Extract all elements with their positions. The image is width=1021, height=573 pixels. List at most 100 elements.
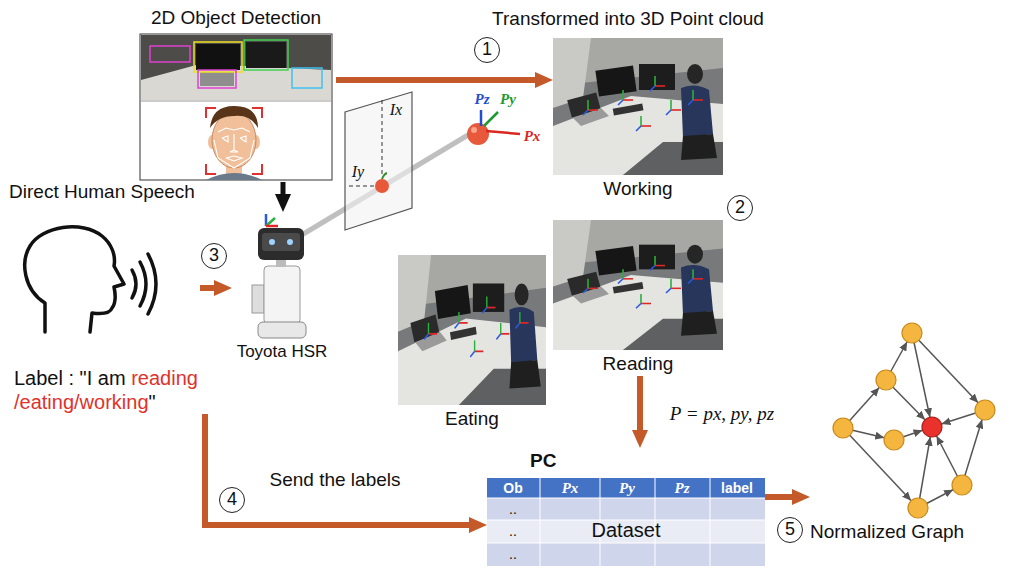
callout-number: 1 bbox=[474, 37, 500, 63]
graph-illustration bbox=[912, 333, 932, 427]
flow-arrow bbox=[205, 414, 475, 525]
graph-illustration bbox=[833, 323, 995, 518]
table-header: Py bbox=[619, 480, 635, 497]
graph-illustration bbox=[922, 417, 942, 437]
dataset-table-grid bbox=[487, 543, 765, 566]
speaker-head-icon bbox=[25, 227, 156, 332]
speaker-head-icon bbox=[25, 227, 124, 332]
table-cell: .. bbox=[509, 501, 517, 517]
speaker-head-icon bbox=[148, 254, 156, 314]
apple-pose bbox=[484, 112, 498, 126]
detection-image bbox=[210, 106, 258, 128]
detection-image bbox=[214, 140, 254, 168]
detection-image bbox=[150, 40, 322, 88]
detection-image bbox=[230, 134, 238, 152]
image-caption: Working bbox=[553, 177, 723, 201]
pointcloud-image: Reading bbox=[553, 220, 723, 376]
image-caption: Reading bbox=[553, 352, 723, 376]
speech-text: " bbox=[149, 391, 156, 413]
detection-image bbox=[140, 34, 332, 180]
detection-panel: 2D Object Detection bbox=[136, 6, 336, 182]
speaker-head-icon bbox=[132, 270, 136, 298]
image-plane bbox=[345, 92, 412, 230]
robot-figure: Toyota HSR bbox=[232, 212, 332, 362]
detection-image bbox=[141, 35, 331, 100]
section-heading: Transformed into 3D Point cloud bbox=[492, 8, 764, 30]
detection-image bbox=[150, 46, 190, 62]
apple-pose bbox=[486, 131, 520, 134]
table-header: Pz bbox=[675, 480, 690, 497]
table-header: Ob bbox=[503, 480, 522, 496]
edge-label: P = px, py, pz bbox=[670, 403, 774, 425]
detection-image bbox=[140, 34, 332, 180]
detection-image bbox=[198, 70, 236, 88]
robot-illustration bbox=[266, 225, 278, 228]
graph-illustration bbox=[912, 333, 985, 410]
dataset-table-grid bbox=[487, 478, 765, 566]
graph-caption: Normalized Graph bbox=[810, 520, 1015, 544]
robot-illustration bbox=[252, 285, 264, 313]
graph-illustration bbox=[918, 427, 932, 508]
callout-number: 2 bbox=[727, 195, 753, 221]
flow-arrow bbox=[765, 494, 798, 500]
pointcloud-images bbox=[398, 255, 546, 405]
robot-illustration bbox=[264, 266, 300, 324]
detection-image bbox=[226, 156, 242, 161]
detection-image bbox=[244, 40, 288, 70]
robot-illustration bbox=[252, 214, 306, 338]
table-header: Px bbox=[562, 480, 579, 497]
dataset-table-grid bbox=[487, 478, 765, 566]
graph-illustration bbox=[843, 333, 985, 508]
pointcloud-image: Working bbox=[553, 38, 723, 201]
speaker-icon: Direct Human Speech bbox=[4, 180, 200, 332]
axis-label: Py bbox=[500, 91, 516, 108]
graph-illustration bbox=[975, 400, 995, 420]
apple-pose bbox=[467, 123, 489, 145]
robot-name: Toyota HSR bbox=[232, 342, 332, 362]
flow-arrow bbox=[200, 285, 220, 291]
detection-image bbox=[200, 72, 234, 86]
image-plane bbox=[345, 92, 412, 230]
robot-illustration bbox=[262, 233, 300, 251]
dataset-table-grid bbox=[487, 478, 765, 498]
robot-illustration bbox=[287, 239, 293, 245]
callout-number: 4 bbox=[219, 487, 245, 513]
pointcloud-images bbox=[398, 38, 723, 405]
table-cell: .. bbox=[509, 546, 517, 562]
speaker-heading: Direct Human Speech bbox=[4, 180, 200, 204]
detection-image bbox=[194, 42, 242, 72]
connectors bbox=[200, 80, 798, 525]
graph-illustration bbox=[843, 428, 918, 508]
image-plane bbox=[375, 179, 389, 193]
graph-illustration bbox=[908, 498, 928, 518]
detection-image bbox=[222, 136, 228, 142]
graph-illustration bbox=[952, 475, 972, 495]
detection-image bbox=[141, 101, 331, 102]
graph-illustration bbox=[833, 418, 853, 438]
robot-illustration bbox=[258, 228, 304, 260]
panel-heading: 2D Object Detection bbox=[136, 6, 336, 30]
graph-illustration bbox=[962, 410, 985, 485]
graph-figure: Normalized Graph bbox=[810, 318, 1015, 544]
image-plane bbox=[349, 186, 374, 187]
axis-label: Px bbox=[524, 128, 541, 145]
dataset-table-grid bbox=[487, 498, 765, 520]
graph-illustration bbox=[884, 430, 904, 450]
detection-image bbox=[212, 112, 256, 168]
table-text: PC bbox=[487, 448, 765, 474]
detection-image bbox=[141, 64, 331, 100]
table-header: label bbox=[721, 480, 753, 496]
flow-arrow bbox=[281, 182, 286, 200]
table-text: Dataset bbox=[487, 518, 765, 542]
axis-label: Pz bbox=[475, 91, 490, 108]
image-caption: Eating bbox=[398, 407, 546, 431]
detection-image bbox=[246, 42, 286, 68]
table-cell: .. bbox=[509, 523, 517, 539]
detection-image bbox=[196, 44, 240, 70]
pointcloud-images bbox=[553, 38, 723, 175]
speaker-head-icon bbox=[140, 262, 146, 306]
detection-image bbox=[292, 68, 322, 88]
apple-pose bbox=[480, 110, 483, 126]
